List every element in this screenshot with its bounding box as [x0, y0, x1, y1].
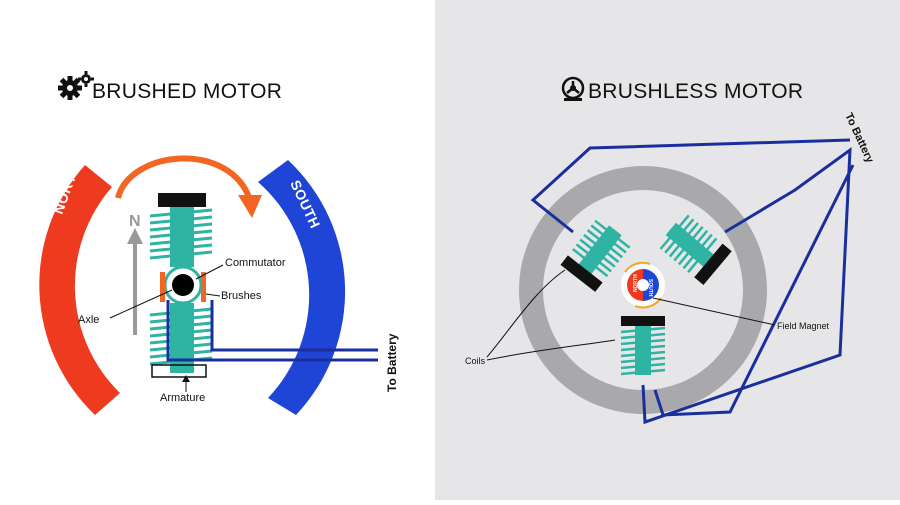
coil-upper-right	[659, 214, 732, 285]
gears-icon	[58, 71, 94, 100]
commutator-label: Commutator	[225, 257, 286, 269]
armature-label: Armature	[160, 392, 205, 404]
rotor-south-label: SOUTH	[647, 279, 653, 297]
brushed-motor-diagram: BRUSHED MOTOR NORTH SOUTH N	[39, 71, 399, 415]
rotation-arrow	[115, 155, 253, 202]
n-arrow-label: N	[129, 213, 141, 230]
callout-arrowhead-armature	[182, 375, 190, 382]
rotor-north-label: NORTH	[633, 274, 639, 292]
coils-label: Coils	[465, 356, 486, 366]
brushed-title: BRUSHED MOTOR	[92, 80, 282, 103]
brushless-motor-diagram: BRUSHLESS MOTOR	[465, 76, 876, 425]
battery-wires	[166, 300, 378, 362]
brush-left	[160, 272, 165, 302]
brush-right	[201, 272, 206, 302]
brushed-motor-panel: BRUSHED MOTOR NORTH SOUTH N	[0, 0, 435, 500]
brushless-motor-panel: BRUSHLESS MOTOR	[435, 0, 900, 500]
battery-label-brushed: To Battery	[385, 333, 399, 392]
brushless-callout-lines	[486, 269, 776, 361]
fan-motor-icon	[561, 76, 585, 101]
armature-top-cap	[158, 193, 206, 207]
armature-core-top	[170, 207, 194, 267]
coil-upper-left	[560, 219, 631, 292]
field-magnet-label: Field Magnet	[777, 321, 830, 331]
coil-bottom	[620, 316, 666, 376]
battery-label-brushless: To Battery	[842, 111, 876, 165]
armature-top-coil	[149, 208, 213, 260]
axle	[172, 274, 194, 296]
axle-label: Axle	[78, 314, 99, 326]
brushless-title: BRUSHLESS MOTOR	[588, 80, 803, 103]
field-magnet-rotor	[621, 261, 665, 309]
armature-outline	[151, 364, 207, 378]
brushes-label: Brushes	[221, 290, 262, 302]
rotation-arrowhead	[238, 195, 262, 218]
north-magnet	[39, 165, 121, 415]
brushless-wires	[530, 138, 855, 425]
n-arrow	[127, 228, 143, 335]
